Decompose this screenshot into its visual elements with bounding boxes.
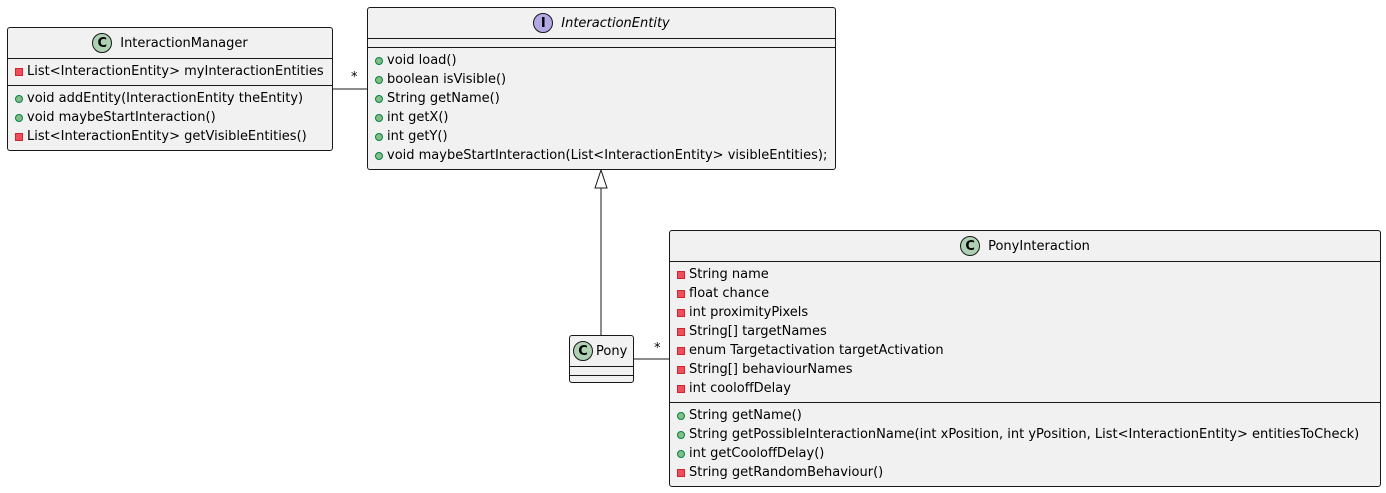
field-row: String name [670, 265, 1380, 284]
method-text: boolean isVisible() [387, 72, 507, 87]
field-text: enum Targetactivation targetActivation [689, 343, 944, 358]
method-row: String getPossibleInteractionName(int xP… [670, 425, 1380, 444]
field-row: int cooloffDelay [670, 379, 1380, 398]
class-badge-icon: C [573, 341, 593, 361]
public-visibility-icon [375, 56, 383, 65]
field-text: String[] behaviourNames [689, 362, 853, 377]
method-text: void maybeStartInteraction() [27, 110, 216, 125]
methods-section: void addEntity(InteractionEntity theEnti… [8, 85, 332, 150]
method-row: String getName() [670, 406, 1380, 425]
class-name: InteractionEntity [561, 15, 670, 31]
method-text: String getName() [689, 408, 802, 423]
private-visibility-icon [677, 308, 685, 317]
fields-section [368, 38, 835, 47]
class-header: C PonyInteraction [670, 231, 1380, 261]
public-visibility-icon [677, 411, 685, 420]
field-text: String[] targetNames [689, 324, 827, 339]
method-text: void addEntity(InteractionEntity theEnti… [27, 91, 304, 106]
field-row: String[] targetNames [670, 322, 1380, 341]
class-pony-interaction[interactable]: C PonyInteraction String name float chan… [669, 230, 1381, 487]
class-header: C Pony [570, 336, 633, 366]
class-header: C InteractionManager [8, 28, 332, 58]
method-row: void maybeStartInteraction(List<Interact… [368, 146, 835, 165]
private-visibility-icon [677, 289, 685, 298]
method-text: String getPossibleInteractionName(int xP… [689, 427, 1360, 442]
interface-interaction-entity[interactable]: I InteractionEntity void load() boolean … [367, 7, 836, 170]
method-text: int getCooloffDelay() [689, 446, 825, 461]
fields-section: String name float chance int proximityPi… [670, 261, 1380, 402]
field-text: int proximityPixels [689, 305, 809, 320]
private-visibility-icon [677, 270, 685, 279]
method-row: int getY() [368, 127, 835, 146]
public-visibility-icon [677, 449, 685, 458]
public-visibility-icon [677, 430, 685, 439]
field-row: List<InteractionEntity> myInteractionEnt… [8, 62, 332, 81]
class-interaction-manager[interactable]: C InteractionManager List<InteractionEnt… [7, 27, 333, 151]
class-name: Pony [596, 343, 628, 359]
public-visibility-icon [375, 151, 383, 160]
field-row: int proximityPixels [670, 303, 1380, 322]
method-row: int getCooloffDelay() [670, 444, 1380, 463]
private-visibility-icon [677, 468, 685, 477]
private-visibility-icon [677, 384, 685, 393]
field-row: float chance [670, 284, 1380, 303]
multiplicity-label: * [351, 70, 358, 85]
method-row: void maybeStartInteraction() [8, 108, 332, 127]
method-text: void maybeStartInteraction(List<Interact… [387, 148, 828, 163]
method-row: String getRandomBehaviour() [670, 463, 1380, 482]
field-text: String name [689, 267, 769, 282]
field-text: float chance [689, 286, 770, 301]
method-row: void load() [368, 51, 835, 70]
method-row: List<InteractionEntity> getVisibleEntiti… [8, 127, 332, 146]
public-visibility-icon [375, 113, 383, 122]
class-name: InteractionManager [120, 35, 248, 51]
public-visibility-icon [375, 75, 383, 84]
method-row: int getX() [368, 108, 835, 127]
method-text: String getRandomBehaviour() [689, 465, 884, 480]
private-visibility-icon [15, 132, 23, 141]
method-text: String getName() [387, 91, 500, 106]
methods-section: void load() boolean isVisible() String g… [368, 47, 835, 169]
field-row: enum Targetactivation targetActivation [670, 341, 1380, 360]
methods-section: String getName() String getPossibleInter… [670, 402, 1380, 486]
method-row: boolean isVisible() [368, 70, 835, 89]
multiplicity-label: * [654, 341, 661, 356]
class-name: PonyInteraction [988, 238, 1090, 254]
method-text: void load() [387, 53, 457, 68]
private-visibility-icon [677, 346, 685, 355]
field-text: List<InteractionEntity> myInteractionEnt… [27, 64, 324, 79]
methods-section [570, 375, 633, 384]
private-visibility-icon [15, 67, 23, 76]
class-badge-icon: C [960, 236, 981, 256]
private-visibility-icon [677, 327, 685, 336]
field-text: int cooloffDelay [689, 381, 791, 396]
method-text: int getY() [387, 129, 448, 144]
fields-section: List<InteractionEntity> myInteractionEnt… [8, 58, 332, 85]
public-visibility-icon [15, 113, 23, 122]
generalization-arrowhead [594, 168, 608, 189]
interface-badge-icon: I [533, 13, 554, 33]
field-row: String[] behaviourNames [670, 360, 1380, 379]
class-header: I InteractionEntity [368, 8, 835, 38]
class-badge-icon: C [92, 33, 113, 53]
private-visibility-icon [677, 365, 685, 374]
public-visibility-icon [375, 132, 383, 141]
public-visibility-icon [375, 94, 383, 103]
method-row: void addEntity(InteractionEntity theEnti… [8, 89, 332, 108]
method-row: String getName() [368, 89, 835, 108]
method-text: int getX() [387, 110, 449, 125]
public-visibility-icon [15, 94, 23, 103]
method-text: List<InteractionEntity> getVisibleEntiti… [27, 129, 307, 144]
fields-section [570, 366, 633, 375]
class-pony[interactable]: C Pony [569, 335, 634, 383]
